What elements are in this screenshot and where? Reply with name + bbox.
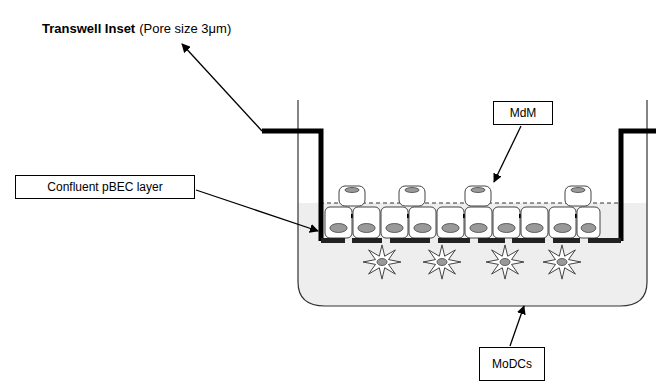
culture-medium [298,203,647,306]
well-outline [298,100,647,306]
epithelial-cell [493,207,520,238]
membrane [321,238,621,243]
nucleus [554,224,571,233]
box-text: MoDCs [492,357,532,371]
label-box: MoDCs [479,347,545,381]
leader-arrow [182,44,262,131]
nucleus [386,224,403,233]
box-text: Confluent pBEC layer [47,180,162,194]
epithelial-cell [381,207,408,238]
note: (Pore size 3μm) [139,21,231,36]
membrane-segment [390,238,430,243]
epithelial-cell [409,207,436,238]
label-box: Confluent pBEC layer [15,175,195,199]
nucleus [498,224,515,233]
epithelial-cell [521,207,548,238]
nucleus [345,188,359,193]
leader-arrow [510,306,524,346]
cells [325,186,600,279]
nucleus [377,259,387,266]
epithelial-cell [353,207,380,238]
membrane-segment [478,238,505,243]
membrane-segment [512,238,545,243]
nucleus [358,224,375,233]
nucleus [414,224,431,233]
epithelial-cell [437,207,464,238]
membrane-segment [438,238,470,243]
dendritic-cell [423,245,461,279]
nucleus [571,188,585,193]
nucleus [405,188,419,193]
dendritic-cell [543,245,581,279]
nucleus [526,224,543,233]
box-text: MdM [510,106,537,120]
label-group: Transwell Inset (Pore size 3μm) [42,21,231,36]
nucleus [471,188,485,193]
membrane-segment [553,238,580,243]
leader-arrow [196,190,318,231]
nucleus [442,224,459,233]
dendritic-cell [486,245,524,279]
macrophage [565,186,591,206]
membrane-segment [588,238,621,243]
nucleus [470,224,487,233]
membrane-segment [321,238,345,243]
part-name: Transwell Inset [42,21,135,36]
dendritic-cell [363,245,401,279]
epithelial-cell [465,207,492,238]
epithelial-cell [549,207,576,238]
nucleus [581,224,596,233]
leader-arrow [494,126,521,182]
nucleus [330,224,347,233]
nucleus [500,259,510,266]
insert-wall [621,131,656,241]
label-box: MdM [493,101,553,125]
epithelial-cell [577,207,600,238]
insert-wall [262,131,321,241]
macrophage [465,186,491,206]
nucleus [437,259,447,266]
membrane-segment [352,238,382,243]
epithelial-cell [325,207,352,238]
macrophage [399,186,425,206]
macrophage [339,186,365,206]
nucleus [557,259,567,266]
